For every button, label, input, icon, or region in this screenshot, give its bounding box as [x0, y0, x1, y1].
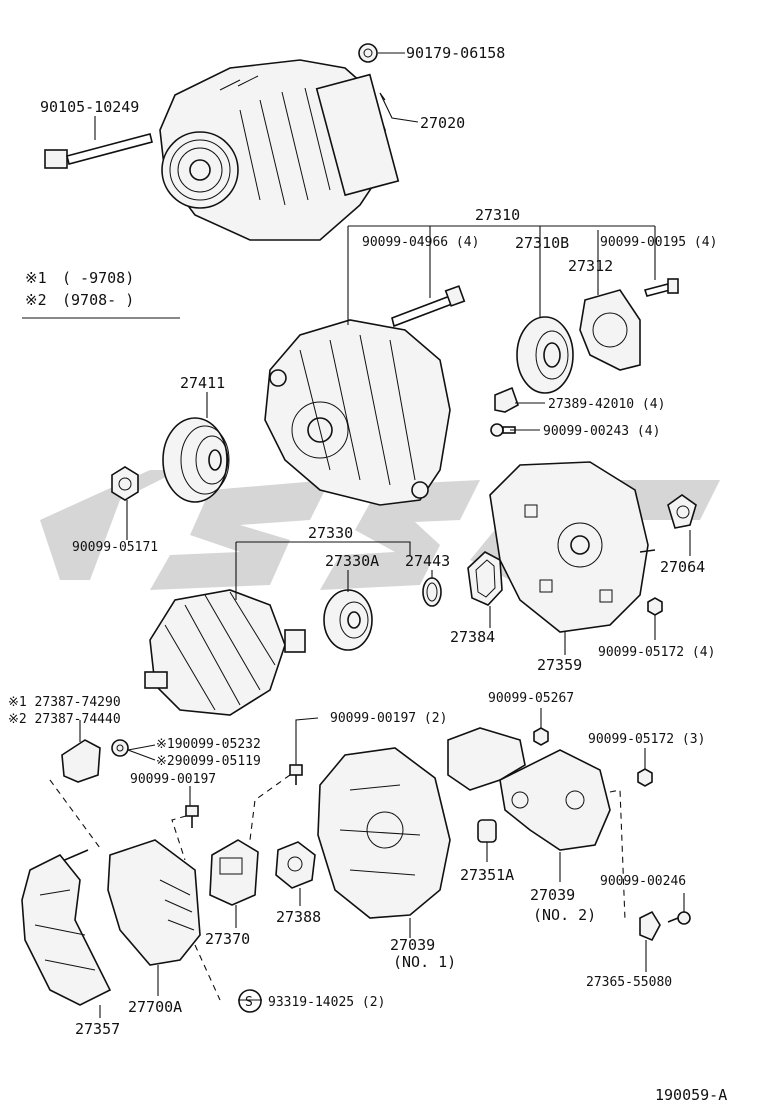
regulator-27700A: [107, 839, 201, 966]
retainer-plate-27312: [579, 289, 641, 371]
terminal-27370: [209, 839, 259, 906]
nut-90099-05172-4: [647, 597, 663, 616]
holder-27357: [21, 853, 112, 1006]
label-27064: 27064: [660, 558, 705, 576]
bolt-90105-10249: [44, 133, 153, 169]
pulley-27411: [162, 417, 230, 503]
bearing-27330A: [323, 589, 373, 651]
screw-90099-00197-2: [289, 764, 303, 785]
label-27330: 27330: [308, 524, 353, 542]
screw-90099-00197: [185, 805, 199, 828]
label-27387-74290: ※1 27387-74290: [8, 695, 121, 710]
insulator-27388: [275, 841, 316, 889]
label-s-mark: S: [245, 995, 253, 1010]
alternator-assembly: [159, 59, 400, 241]
clip-27064: [667, 494, 697, 529]
legend-range-1: ( -9708): [62, 269, 134, 287]
label-90099-00243: 90099-00243 (4): [543, 424, 660, 439]
rear-cover-27039-no1: [317, 747, 451, 919]
label-27389-42010: 27389-42010 (4): [548, 397, 665, 412]
drive-end-frame: [264, 319, 451, 506]
label-90099-04966: 90099-04966 (4): [362, 235, 479, 250]
label-27351A: 27351A: [460, 866, 514, 884]
label-27039-no1: 27039: [390, 936, 435, 954]
clip-27389-42010: [494, 386, 519, 413]
label-90099-05232: ※190099-05232: [156, 737, 261, 752]
legend: ※1 ( -9708) ※2 (9708- ): [25, 269, 134, 309]
duct-27039-no2: [447, 727, 611, 851]
label-27039-no2-sub: (NO. 2): [533, 906, 596, 924]
label-90179-06158: 90179-06158: [406, 44, 505, 62]
label-27310B: 27310B: [515, 234, 569, 252]
label-93319-14025: 93319-14025 (2): [268, 995, 385, 1010]
label-27357: 27357: [75, 1020, 120, 1038]
label-27312: 27312: [568, 257, 613, 275]
label-27411: 27411: [180, 374, 225, 392]
label-27370: 27370: [205, 930, 250, 948]
label-90099-00197-2: 90099-00197 (2): [330, 711, 447, 726]
nut-90179-06158: [358, 43, 378, 63]
clamp-27365-55080: [639, 910, 661, 942]
label-27039-no1-sub: (NO. 1): [393, 953, 456, 971]
legend-range-2: (9708- ): [62, 291, 134, 309]
collar-27351A: [477, 819, 497, 843]
legend-mark-1: ※1: [25, 269, 47, 287]
figure-code: 190059-A: [655, 1086, 727, 1104]
label-90099-00195: 90099-00195 (4): [600, 235, 717, 250]
brush-27387: [61, 739, 101, 783]
label-27384: 27384: [450, 628, 495, 646]
nut-90099-05172-3: [637, 768, 653, 787]
label-27365-55080: 27365-55080: [586, 975, 672, 990]
rectifier-end-frame-27359: [489, 461, 656, 633]
screw-90099-00195: [643, 278, 679, 297]
part-labels: 90179-06158 90105-10249 27020 27310 9009…: [8, 44, 727, 1104]
legend-mark-2: ※2: [25, 291, 47, 309]
label-90099-05172-3: 90099-05172 (3): [588, 732, 705, 747]
label-27310: 27310: [475, 206, 520, 224]
label-27443: 27443: [405, 552, 450, 570]
label-27387-74440: ※2 27387-74440: [8, 712, 121, 727]
bearing-27310B: [516, 316, 574, 394]
insulator-27384: [467, 551, 503, 606]
ring-27443: [422, 577, 442, 607]
s-circle-icon: [238, 989, 262, 1013]
label-27700A: 27700A: [128, 998, 182, 1016]
stud-bolt-90099-04966: [391, 285, 466, 328]
label-27388: 27388: [276, 908, 321, 926]
label-90099-05172-4: 90099-05172 (4): [598, 645, 715, 660]
screw-90099-00246: [667, 911, 691, 925]
nut-90099-05171: [111, 466, 139, 501]
label-27330A: 27330A: [325, 552, 379, 570]
label-90099-05267: 90099-05267: [488, 691, 574, 706]
terminal-90099-05232: [111, 739, 129, 757]
screw-90099-00243: [490, 423, 516, 437]
nut-90099-05267: [533, 727, 549, 746]
label-90099-05171: 90099-05171: [72, 540, 158, 555]
label-90105-10249: 90105-10249: [40, 98, 139, 116]
label-90099-00246: 90099-00246: [600, 874, 686, 889]
label-27020: 27020: [420, 114, 465, 132]
leader-lines: [79, 52, 691, 1018]
rotor-27330: [144, 589, 306, 716]
label-90099-00197: 90099-00197: [130, 772, 216, 787]
label-27359: 27359: [537, 656, 582, 674]
label-90099-05119: ※290099-05119: [156, 754, 261, 769]
dashed-assembly-lines: [49, 774, 626, 1001]
label-27039-no2: 27039: [530, 886, 575, 904]
